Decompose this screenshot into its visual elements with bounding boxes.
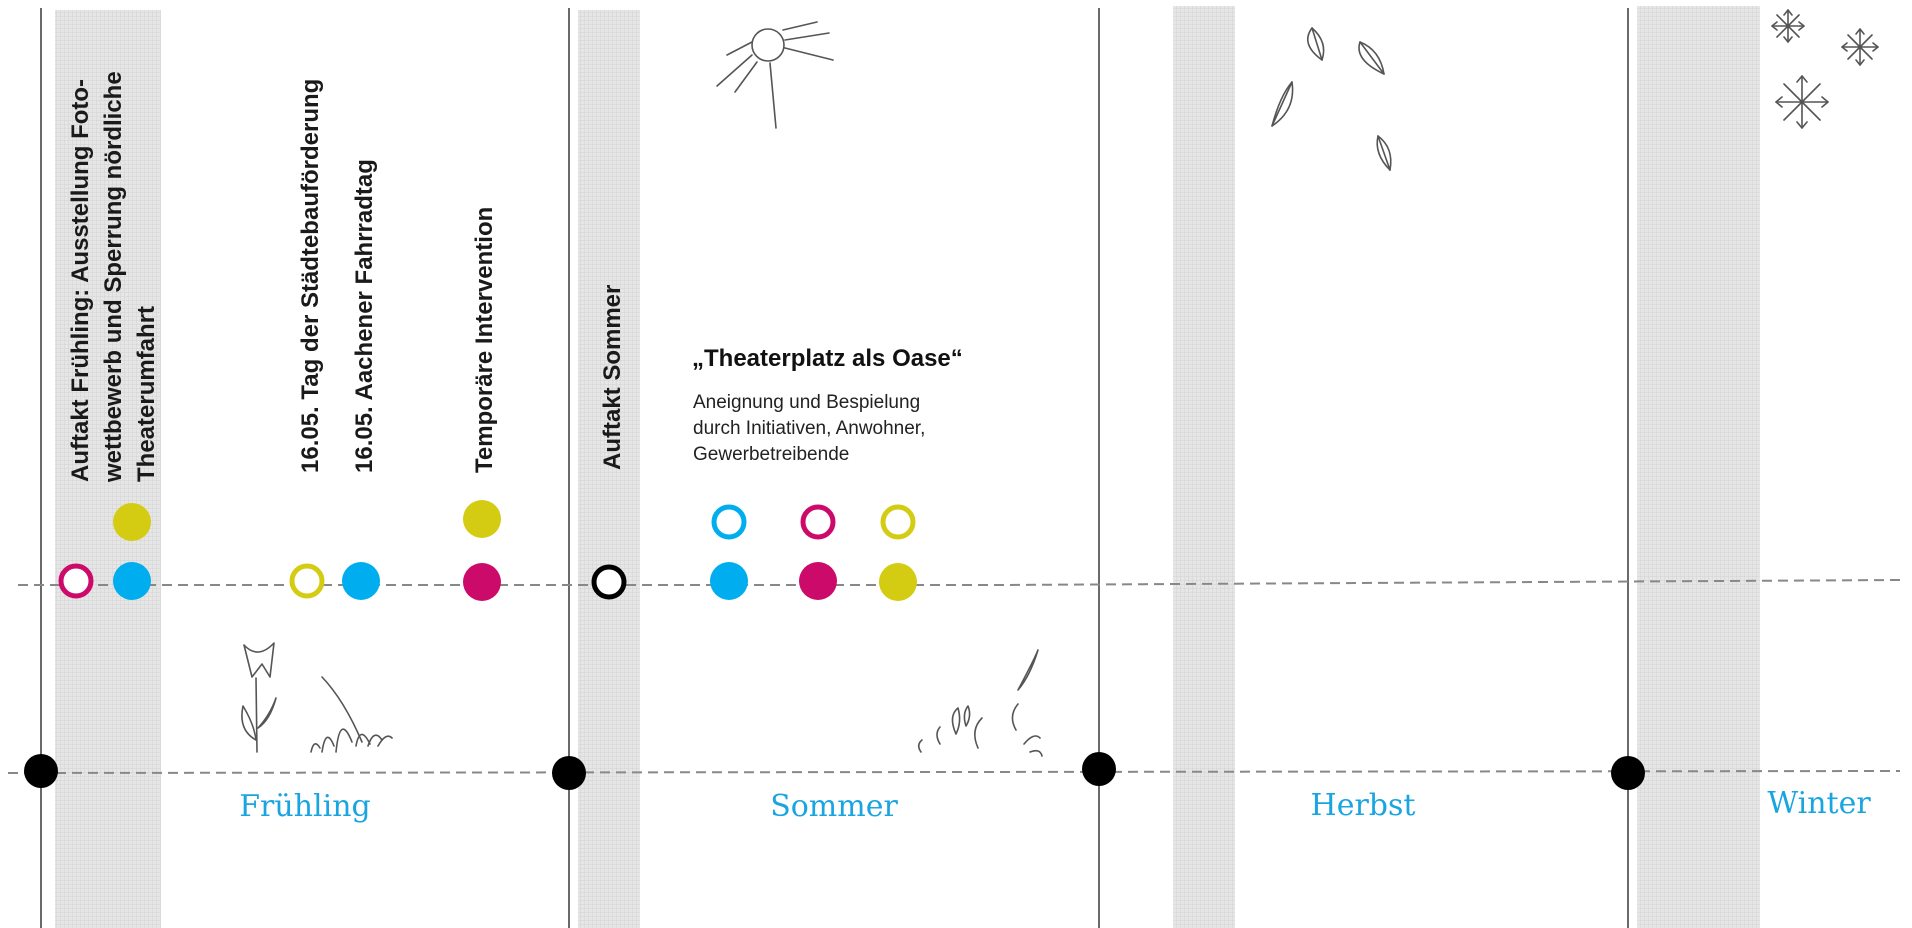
marker-dot [463,563,501,601]
marker-dot [342,562,380,600]
event-labels: Auftakt Frühling: Ausstellung Foto- wett… [67,71,626,483]
event-label: Theaterumfahrt [133,306,160,482]
marker-dot [591,564,627,600]
oasis-title: „Theaterplatz als Oase“ [692,345,963,372]
oasis-desc-line: durch Initiativen, Anwohner, [693,418,925,439]
autumn-band [1173,6,1235,928]
season-timeline [7,770,1901,774]
marker-dot [799,562,837,600]
marker-dot [880,504,916,540]
falling-leaves-icon [1271,27,1392,171]
timeline-node [552,756,586,790]
marker-dot [289,563,325,599]
marker-dot [879,563,917,601]
season-label: Herbst [1311,788,1416,823]
marker-dot [113,503,151,541]
oasis-desc-line: Gewerbetreibende [693,444,849,465]
oasis-desc-line: Aneignung und Bespielung [693,392,920,413]
marker-dot [711,504,747,540]
markers [58,500,917,601]
event-label: Auftakt Frühling: Ausstellung Foto- [67,79,94,482]
grass-icon [310,676,393,753]
timeline-node [1082,752,1116,786]
summer-kickoff-band [578,10,640,928]
season-label: Frühling [239,789,371,824]
event-label: Auftakt Sommer [599,285,626,470]
season-label: Sommer [770,789,898,824]
marker-dot [58,563,94,599]
marker-dot [800,504,836,540]
event-label: 16.05. Tag der Städtebauförderung [297,79,324,473]
event-label: 16.05. Aachener Fahrradtag [351,159,378,473]
sun-icon [716,21,834,129]
marker-dot [463,500,501,538]
flower-sprigs-icon [917,649,1043,757]
winter-band [1637,6,1760,928]
snowflakes-icon [1771,9,1879,129]
timeline-node [1611,756,1645,790]
event-label: Temporäre Intervention [471,207,498,473]
timeline-node [24,754,58,788]
event-label: wettbewerb und Sperrung nördliche [100,71,127,483]
marker-dot [113,562,151,600]
spring-band [55,10,161,928]
tulip-icon [241,642,277,753]
marker-dot [710,562,748,600]
season-label: Winter [1767,786,1871,821]
